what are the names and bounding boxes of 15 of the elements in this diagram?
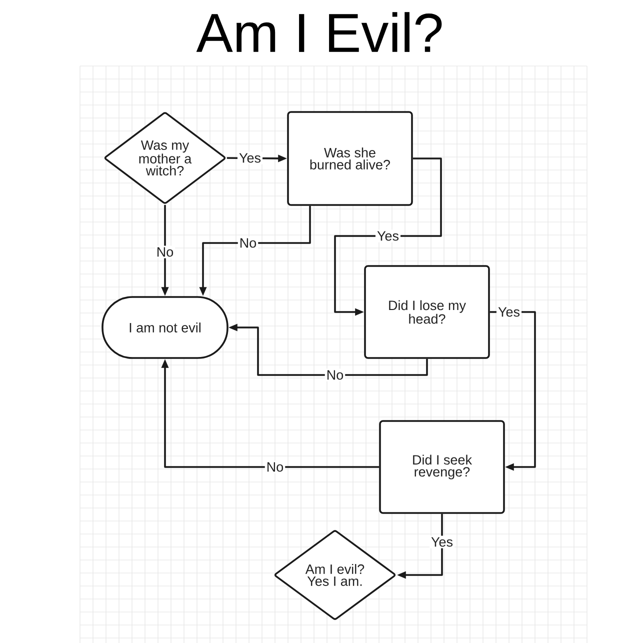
arrow bbox=[490, 311, 536, 471]
title: Am I Evil? bbox=[196, 12, 442, 52]
edge-label: No bbox=[324, 368, 346, 382]
edge-label: Yes bbox=[375, 230, 400, 242]
edge-label: Yes bbox=[496, 306, 522, 318]
node-label: Am I evil? Yes I am. bbox=[305, 564, 364, 586]
edge-label: No bbox=[238, 236, 258, 250]
terminator-box: I am not evil bbox=[102, 296, 228, 359]
process-box: Did I seek revenge? bbox=[379, 420, 505, 514]
process-box: Was she burned alive? bbox=[287, 111, 413, 206]
edge-label: Yes bbox=[237, 152, 262, 164]
process-box: Did I lose my head? bbox=[364, 265, 490, 359]
edge-label: No bbox=[154, 246, 176, 258]
edge-label: No bbox=[264, 460, 286, 474]
edge-label: Yes bbox=[429, 536, 454, 548]
